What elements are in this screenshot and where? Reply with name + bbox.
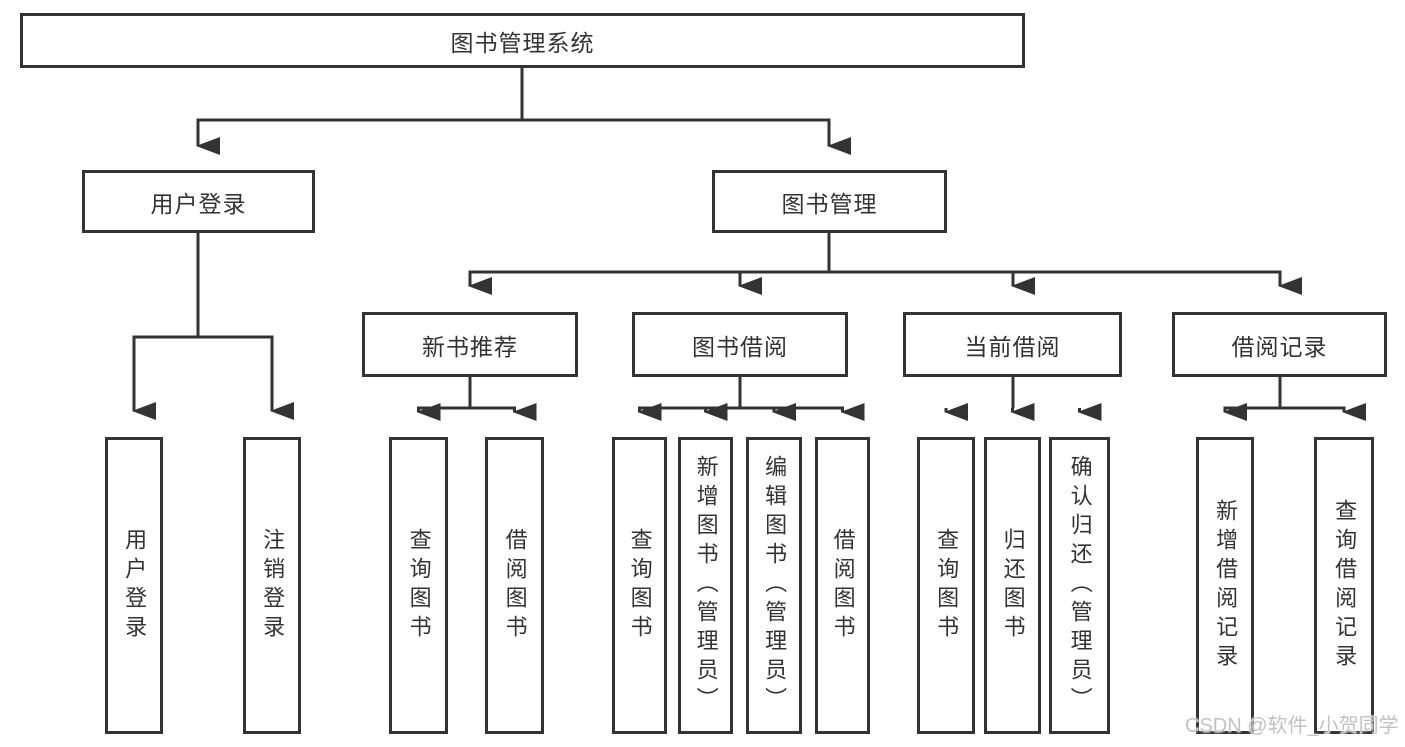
node-book-borrowing: 图书借阅 xyxy=(632,312,848,377)
leaf-logout: 注销登录 xyxy=(243,437,301,734)
leaf-query-books-recommend-label: 查询图书 xyxy=(406,527,432,644)
leaf-return-books: 归还图书 xyxy=(984,437,1041,734)
leaf-query-books-current: 查询图书 xyxy=(917,437,975,734)
node-borrow-records: 借阅记录 xyxy=(1172,312,1387,377)
leaf-return-books-label: 归还图书 xyxy=(1000,527,1026,644)
leaf-user-login: 用户登录 xyxy=(105,437,163,734)
leaf-query-books-current-label: 查询图书 xyxy=(934,527,960,644)
leaf-confirm-return-admin: 确认归还（管理员） xyxy=(1049,437,1110,734)
leaf-logout-label: 注销登录 xyxy=(260,527,286,644)
node-new-book-recommend: 新书推荐 xyxy=(362,312,578,377)
leaf-borrow-books: 借阅图书 xyxy=(815,437,870,734)
leaf-user-login-label: 用户登录 xyxy=(122,527,148,644)
leaf-borrow-books-recommend: 借阅图书 xyxy=(485,437,544,734)
leaf-confirm-return-admin-label: 确认归还（管理员） xyxy=(1067,455,1093,716)
leaf-query-borrow-record-label: 查询借阅记录 xyxy=(1332,498,1358,673)
csdn-watermark: CSDN @软件_小贺同学 xyxy=(1185,715,1399,737)
node-book-management: 图书管理 xyxy=(712,170,947,233)
connector-root-to-level2 xyxy=(196,68,851,155)
connector-new-book-recommend-children xyxy=(416,377,537,421)
connector-current-borrow-children xyxy=(944,377,1102,421)
leaf-borrow-books-recommend-label: 借阅图书 xyxy=(502,527,528,644)
leaf-add-book-admin-label: 新增图书（管理员） xyxy=(693,455,719,716)
connector-book-management-children xyxy=(468,233,1302,295)
leaf-add-borrow-record-label: 新增借阅记录 xyxy=(1213,498,1239,673)
leaf-add-book-admin: 新增图书（管理员） xyxy=(678,437,733,734)
leaf-query-books-recommend: 查询图书 xyxy=(389,437,448,734)
leaf-add-borrow-record: 新增借阅记录 xyxy=(1196,437,1254,734)
leaf-edit-book-admin: 编辑图书（管理员） xyxy=(746,437,802,734)
connector-borrow-record-children xyxy=(1223,377,1366,421)
connector-user-login-children xyxy=(132,233,294,420)
leaf-borrow-books-label: 借阅图书 xyxy=(830,527,856,644)
leaf-query-books-borrow: 查询图书 xyxy=(612,437,667,734)
node-current-borrowing: 当前借阅 xyxy=(903,312,1122,377)
leaf-query-books-borrow-label: 查询图书 xyxy=(627,527,653,644)
node-user-login: 用户登录 xyxy=(82,170,315,233)
leaf-edit-book-admin-label: 编辑图书（管理员） xyxy=(762,455,788,716)
node-library-management-system: 图书管理系统 xyxy=(20,13,1025,68)
connector-book-borrow-children xyxy=(637,377,865,421)
leaf-query-borrow-record: 查询借阅记录 xyxy=(1314,437,1374,734)
